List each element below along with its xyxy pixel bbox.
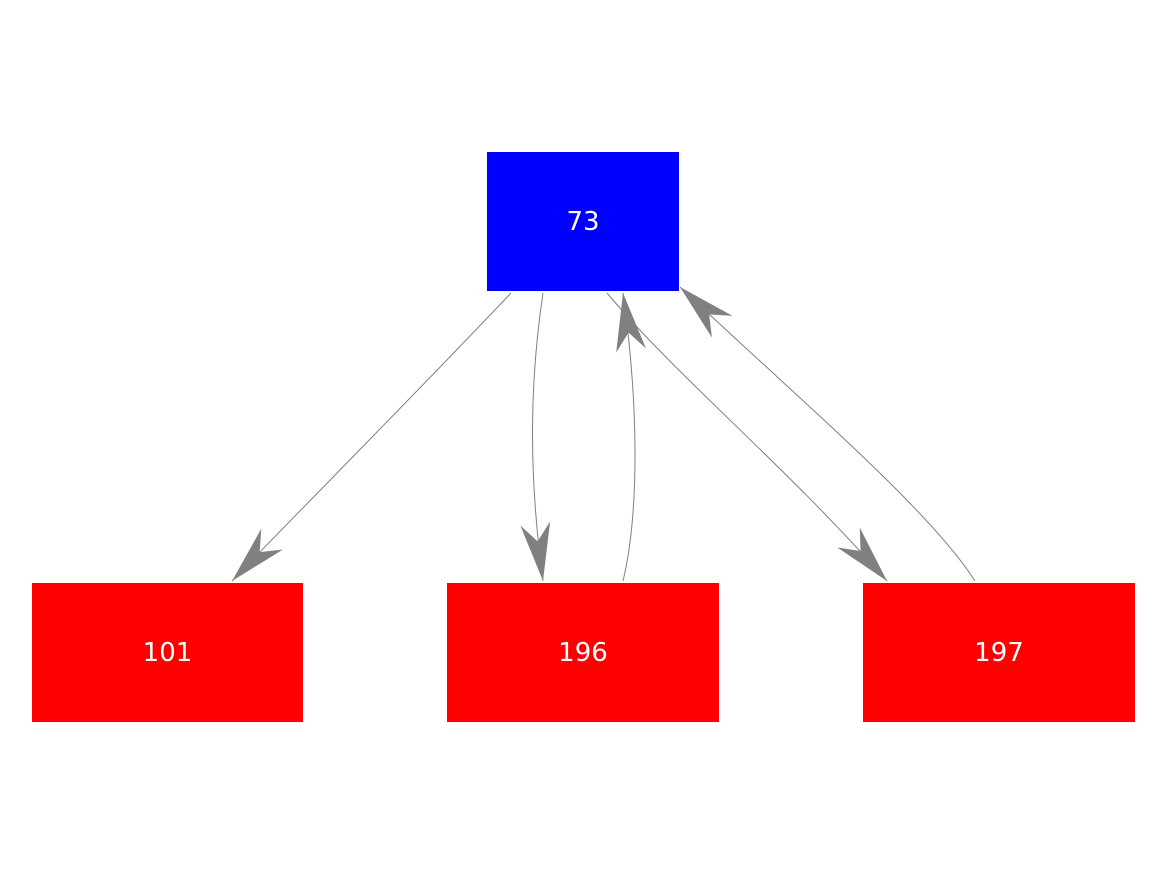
node-196[interactable]: 196 xyxy=(447,583,719,722)
arrowhead-197-to-73-icon xyxy=(680,287,733,338)
node-label: 196 xyxy=(558,637,608,668)
edge-197-to-73 xyxy=(679,286,976,582)
node-197[interactable]: 197 xyxy=(863,583,1135,722)
node-73[interactable]: 73 xyxy=(487,152,679,291)
node-label: 197 xyxy=(974,637,1024,668)
edge-73-to-101 xyxy=(231,292,512,582)
arrowhead-73-to-196-icon xyxy=(520,521,551,581)
edge-73-to-197 xyxy=(606,292,888,582)
arrowhead-73-to-101-icon xyxy=(232,528,283,581)
edge-196-to-73 xyxy=(622,292,636,582)
arrowhead-73-to-197-icon xyxy=(837,527,887,581)
edge-73-to-196 xyxy=(532,292,544,582)
arrowhead-196-to-73-icon xyxy=(616,293,646,353)
node-label: 101 xyxy=(142,637,193,668)
node-label: 73 xyxy=(566,206,600,237)
node-101[interactable]: 101 xyxy=(32,583,303,722)
